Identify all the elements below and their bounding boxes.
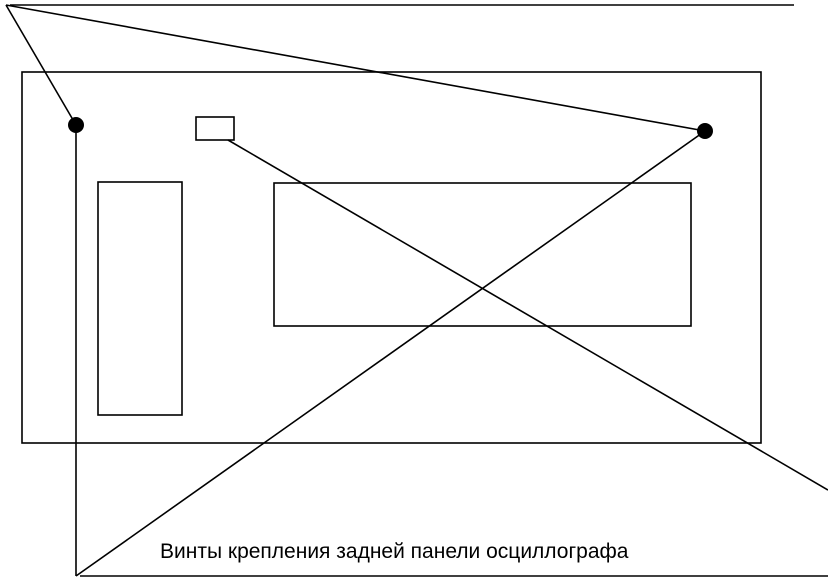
leader-line-connector-diagonal [227, 139, 828, 491]
leader-line-top-left-to-left-screw [5, 4, 77, 126]
rear-panel [21, 71, 762, 444]
diagram-caption: Винты крепления задней панели осциллогра… [160, 540, 629, 563]
left-screw-marker [68, 117, 84, 133]
leader-line-bottom-to-right-screw [75, 130, 706, 577]
right-screw-marker [697, 123, 713, 139]
leader-line-top-left-to-right-screw [5, 4, 706, 132]
small-connector-block [195, 116, 235, 141]
central-component-block [273, 182, 692, 327]
left-component-block [97, 181, 183, 416]
